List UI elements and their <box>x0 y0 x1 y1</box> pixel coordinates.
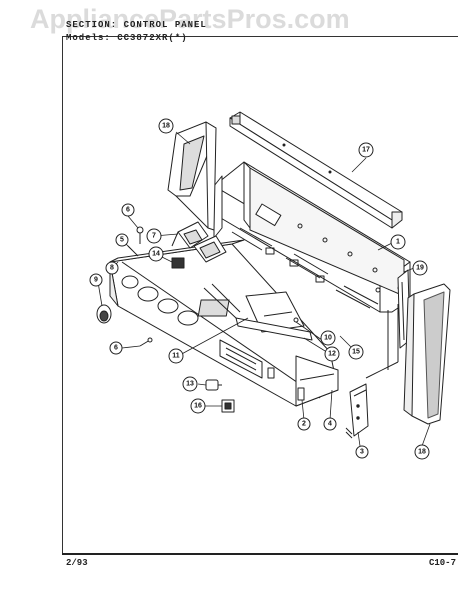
callout-6-upper: 6 <box>126 207 130 214</box>
callout-3: 3 <box>360 449 364 456</box>
page-number: C10-7 <box>428 558 456 568</box>
screw-lower <box>139 337 153 347</box>
callout-circle-16 <box>190 398 206 414</box>
callout-circle-5 <box>115 233 129 247</box>
selector-switch <box>171 257 185 269</box>
indicator-light <box>205 379 222 391</box>
callout-circle-4 <box>323 417 337 431</box>
callout-circle-12 <box>324 346 340 362</box>
left-end-cap <box>167 121 217 231</box>
callout-circle-18-right <box>414 444 430 460</box>
callout-9: 9 <box>94 277 98 284</box>
callout-6-lower: 6 <box>114 345 118 352</box>
sheet-border-bottom <box>62 553 458 555</box>
callout-14: 14 <box>152 251 160 258</box>
revision-date: 2/93 <box>66 558 88 568</box>
callout-12: 12 <box>328 351 336 358</box>
top-trim-bar <box>229 111 403 229</box>
callout-circle-6-upper <box>121 203 135 217</box>
right-end-cap <box>403 283 451 425</box>
sheet-border-left <box>62 36 63 554</box>
control-knob <box>96 304 112 324</box>
mounting-bracket <box>345 383 369 439</box>
callout-17: 17 <box>362 147 370 154</box>
callout-7: 7 <box>152 233 156 240</box>
sheet-border-top <box>62 36 458 37</box>
callout-circle-2 <box>297 417 311 431</box>
screw-upper <box>136 226 144 244</box>
model-number: Models: CC3872XR(*) <box>66 33 188 43</box>
section-title: SECTION: CONTROL PANEL <box>66 20 207 30</box>
watermark: AppliancePartsPros.com <box>30 4 350 34</box>
callout-18-right: 18 <box>418 449 426 456</box>
callout-16: 16 <box>194 403 202 410</box>
callout-8: 8 <box>110 265 114 272</box>
retainer-clip <box>297 387 305 401</box>
rocker-switch <box>221 399 235 413</box>
callout-18-left: 18 <box>162 123 170 130</box>
callout-circle-9 <box>89 273 103 287</box>
switch-bracket <box>203 283 313 341</box>
callout-5: 5 <box>120 237 124 244</box>
callout-circle-13 <box>182 376 198 392</box>
callout-13: 13 <box>186 381 194 388</box>
callout-19: 19 <box>416 265 424 272</box>
callout-15: 15 <box>352 349 360 356</box>
callout-10: 10 <box>324 335 332 342</box>
callout-2: 2 <box>302 421 306 428</box>
callout-1: 1 <box>396 239 400 246</box>
callout-circle-1 <box>390 234 406 250</box>
callout-circle-8 <box>105 261 119 275</box>
callout-circle-6-lower <box>109 341 123 355</box>
callout-circle-19 <box>412 260 428 276</box>
infinite-switches <box>171 221 227 263</box>
callout-circle-14 <box>148 246 164 262</box>
callout-11: 11 <box>172 353 180 360</box>
callout-circle-15 <box>348 344 364 360</box>
callout-4: 4 <box>328 421 332 428</box>
callout-circle-3 <box>355 445 369 459</box>
callout-circle-10 <box>320 330 336 346</box>
control-panel-chassis <box>213 161 411 379</box>
callout-circle-7 <box>146 228 162 244</box>
callout-circle-17 <box>358 142 374 158</box>
callout-circle-18-left <box>158 118 174 134</box>
callout-circle-11 <box>168 348 184 364</box>
